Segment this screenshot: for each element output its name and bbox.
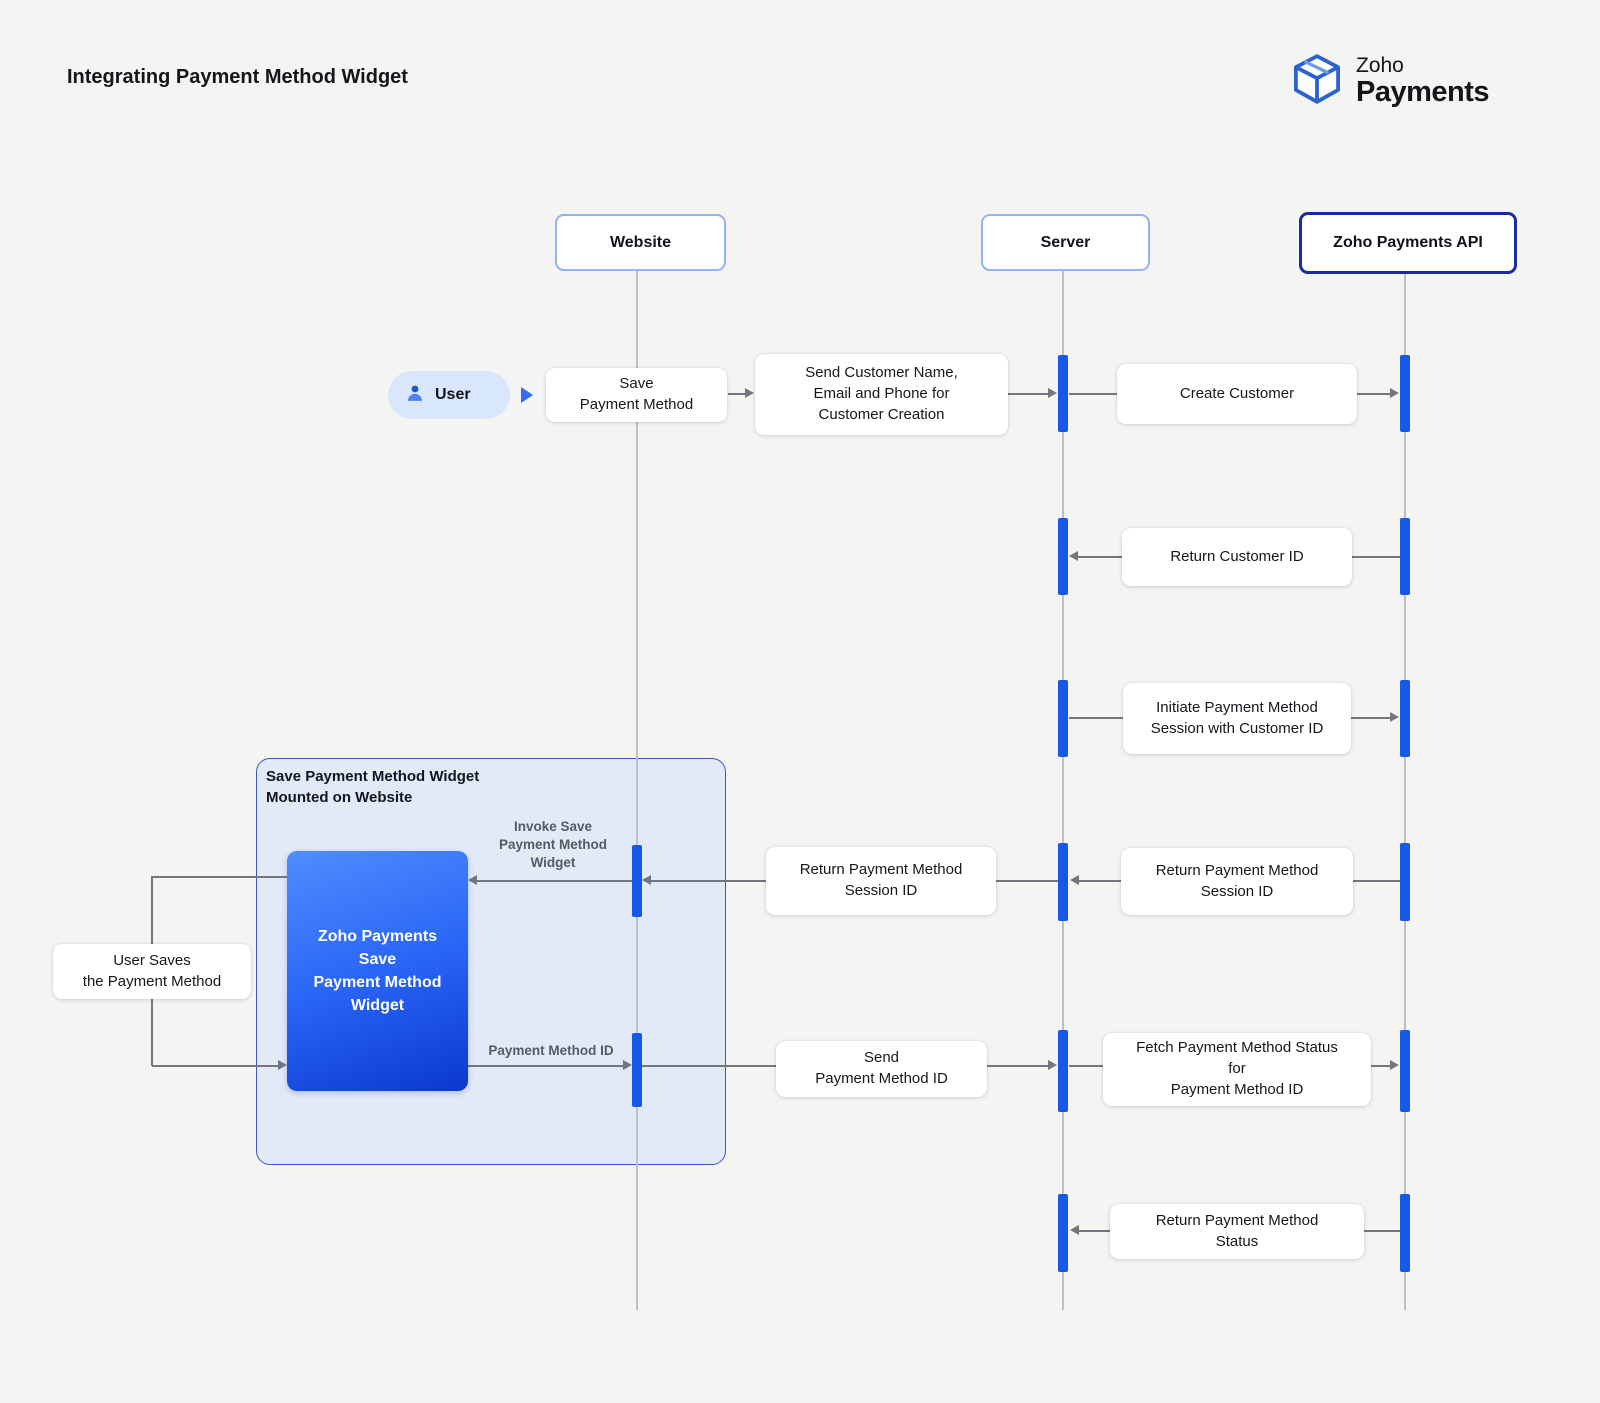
msg-fetch-status: Fetch Payment Method Status for Payment … bbox=[1103, 1033, 1371, 1106]
arrowhead-right bbox=[278, 1060, 287, 1070]
zoho-payments-widget: Zoho Payments Save Payment Method Widget bbox=[287, 851, 468, 1091]
arrowhead-right bbox=[1048, 388, 1057, 398]
arrow-line bbox=[1078, 556, 1122, 558]
arrowhead-right bbox=[1390, 712, 1399, 722]
arrowhead-right bbox=[745, 388, 754, 398]
msg-return-session-to-website: Return Payment Method Session ID bbox=[766, 847, 996, 915]
arrow-line bbox=[1069, 393, 1117, 395]
zoho-payments-logo: Zoho Payments bbox=[1290, 52, 1490, 111]
activation-bar-api-6 bbox=[1400, 1194, 1410, 1272]
activation-bar-api-3 bbox=[1400, 680, 1410, 757]
arrowhead-right bbox=[1048, 1060, 1057, 1070]
activation-bar-server-3 bbox=[1058, 680, 1068, 757]
arrow-line bbox=[1357, 393, 1391, 395]
logo-text: Zoho Payments bbox=[1356, 54, 1490, 109]
arrow-line bbox=[1352, 556, 1400, 558]
arrow-line bbox=[1079, 1230, 1110, 1232]
msg-user-saves: User Saves the Payment Method bbox=[53, 944, 251, 999]
arrowhead-left bbox=[1070, 875, 1079, 885]
arrow-line bbox=[996, 880, 1058, 882]
label-invoke-widget: Invoke Save Payment Method Widget bbox=[498, 819, 607, 871]
msg-create-customer: Create Customer bbox=[1117, 364, 1357, 424]
arrow-line bbox=[987, 1065, 1049, 1067]
arrow-line bbox=[1351, 717, 1391, 719]
activation-bar-website-1 bbox=[632, 845, 642, 917]
arrow-line bbox=[1353, 880, 1400, 882]
arrow-line bbox=[1008, 393, 1049, 395]
arrow-line bbox=[1069, 717, 1123, 719]
arrow-line bbox=[1079, 880, 1121, 882]
arrow-line bbox=[1371, 1065, 1391, 1067]
logo-brand-text: Zoho bbox=[1356, 54, 1404, 78]
activation-bar-website-2 bbox=[632, 1033, 642, 1107]
logo-product-text: Payments bbox=[1356, 76, 1490, 109]
msg-save-payment-method: Save Payment Method bbox=[546, 368, 727, 422]
arrow-line bbox=[152, 1065, 279, 1067]
lifeline-header-website: Website bbox=[555, 214, 726, 271]
activation-bar-server-6 bbox=[1058, 1194, 1068, 1272]
activation-bar-api-4 bbox=[1400, 843, 1410, 921]
activation-bar-server-5 bbox=[1058, 1030, 1068, 1112]
label-payment-method-id: Payment Method ID bbox=[488, 1043, 614, 1058]
activation-bar-server-4 bbox=[1058, 843, 1068, 921]
arrow-line bbox=[642, 1065, 776, 1067]
arrow-line bbox=[476, 880, 632, 882]
arrowhead-right bbox=[1390, 1060, 1399, 1070]
arrowhead-left bbox=[1069, 551, 1078, 561]
lifeline-website bbox=[636, 267, 638, 1310]
arrowhead-left bbox=[642, 875, 651, 885]
lifeline-server bbox=[1062, 267, 1064, 1310]
arrowhead-right bbox=[623, 1060, 632, 1070]
arrow-line bbox=[1069, 1065, 1103, 1067]
msg-return-status: Return Payment Method Status bbox=[1110, 1204, 1364, 1259]
lifeline-header-zoho-payments-api: Zoho Payments API bbox=[1299, 212, 1517, 274]
msg-send-payment-method-id: Send Payment Method ID bbox=[776, 1041, 987, 1097]
page-title: Integrating Payment Method Widget bbox=[67, 66, 408, 88]
arrow-line bbox=[650, 880, 766, 882]
arrow-line bbox=[1364, 1230, 1400, 1232]
arrowhead-left bbox=[468, 875, 477, 885]
lifeline-zoho-payments-api bbox=[1404, 268, 1406, 1310]
zoho-box-logo-icon bbox=[1290, 52, 1344, 111]
lifeline-header-server: Server bbox=[981, 214, 1150, 271]
activation-bar-api-1 bbox=[1400, 355, 1410, 432]
arrow-line bbox=[728, 393, 747, 395]
msg-return-session-to-server: Return Payment Method Session ID bbox=[1121, 848, 1353, 915]
widget-mount-frame-label: Save Payment Method Widget Mounted on We… bbox=[266, 768, 480, 806]
msg-return-customer-id: Return Customer ID bbox=[1122, 528, 1352, 586]
activation-bar-api-2 bbox=[1400, 518, 1410, 595]
msg-send-customer-details: Send Customer Name, Email and Phone for … bbox=[755, 354, 1008, 435]
arrow-line bbox=[468, 1065, 624, 1067]
play-arrow-icon bbox=[521, 387, 533, 403]
activation-bar-server-2 bbox=[1058, 518, 1068, 595]
activation-bar-server-1 bbox=[1058, 355, 1068, 432]
arrowhead-left bbox=[1070, 1225, 1079, 1235]
activation-bar-api-5 bbox=[1400, 1030, 1410, 1112]
msg-initiate-session: Initiate Payment Method Session with Cus… bbox=[1123, 683, 1351, 754]
user-label: User bbox=[435, 386, 471, 403]
user-actor: User bbox=[388, 371, 510, 419]
arrowhead-right bbox=[1390, 388, 1399, 398]
user-icon bbox=[405, 383, 425, 408]
arrow-line bbox=[152, 876, 287, 878]
